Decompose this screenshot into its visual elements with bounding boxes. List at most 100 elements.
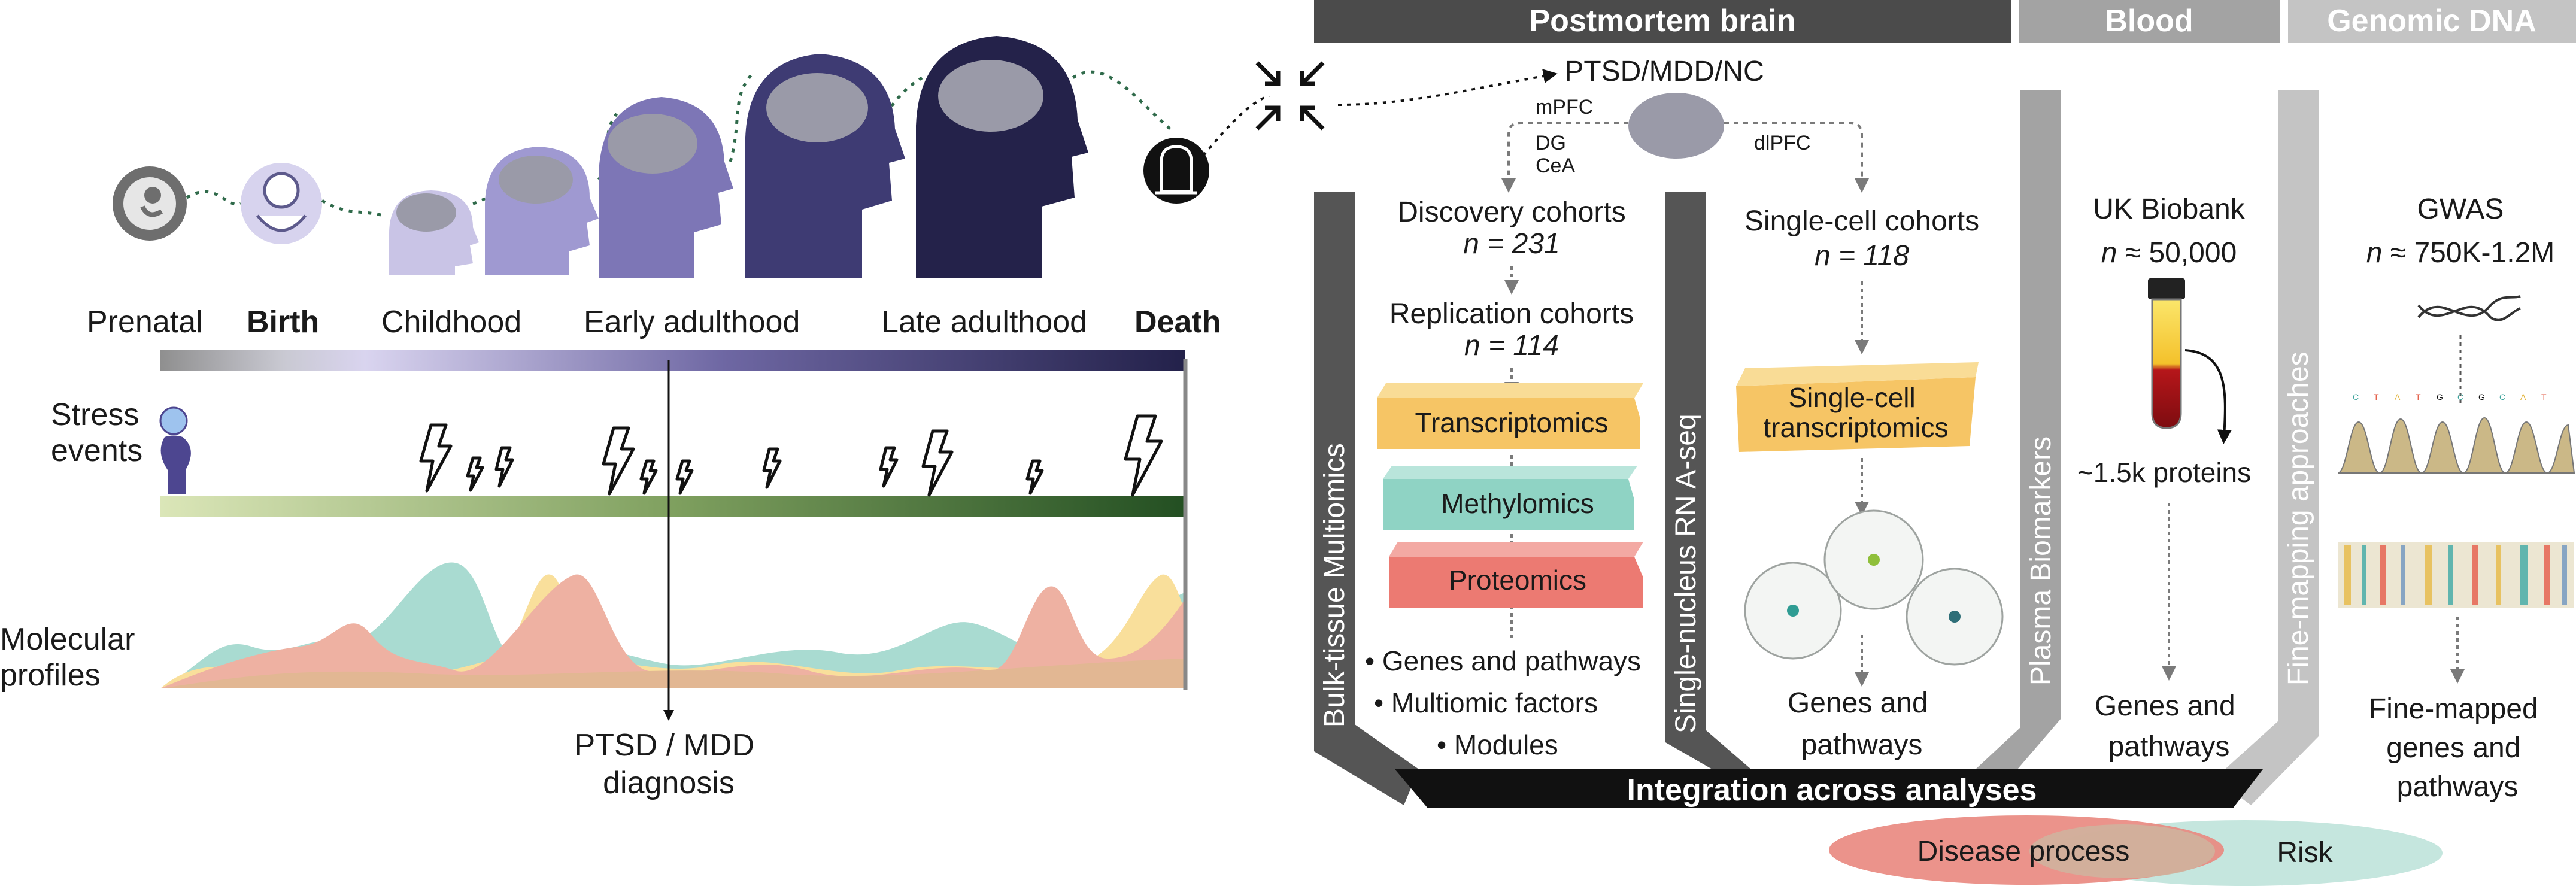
stage-early-adulthood: Early adulthood	[584, 305, 800, 339]
death-to-brain-dotted	[1202, 95, 1270, 157]
lightning-icon	[1025, 459, 1044, 495]
to-bulk-arrow	[1501, 122, 1628, 193]
lifespan-bar	[160, 350, 1185, 371]
disease-process-label: Disease process	[1917, 836, 2130, 867]
chromatogram	[2337, 417, 2575, 474]
fine-map-heatmap	[2338, 542, 2574, 608]
lightning-icon	[419, 423, 453, 493]
blood-sidebar-label: Plasma Biomarkers	[2025, 436, 2057, 685]
stress-bubble-icon	[159, 406, 188, 435]
discovery-n: n = 231	[1463, 228, 1559, 260]
genomic-header	[2288, 0, 2576, 43]
lightning-icon	[494, 446, 514, 488]
single-cohort-label: Single-cell cohorts	[1744, 205, 1979, 237]
genomic-header-label: Genomic DNA	[2327, 4, 2536, 38]
single-sidebar-label: Single-nucleus RN A-seq	[1670, 414, 1702, 733]
svg-text:G: G	[2437, 392, 2443, 402]
svg-text:Methylomics: Methylomics	[1441, 488, 1594, 519]
integration-funnel	[1314, 90, 2319, 808]
replication-n: n = 114	[1464, 330, 1559, 362]
molecular-profiles-label: Molecular profiles	[0, 622, 144, 693]
lightning-icon	[639, 459, 658, 495]
region-dlpfc: dlPFC	[1754, 132, 1810, 154]
stage-death: Death	[1134, 305, 1221, 339]
integration-label: Integration across analyses	[1627, 773, 2037, 808]
blood-cohort-n: n ≈ 50,000	[2101, 237, 2237, 269]
methylomics-box: Methylomics	[1383, 466, 1637, 530]
brain-groups-label: PTSD/MDD/NC	[1564, 56, 1764, 87]
lifespan-panel: Prenatal Birth Childhood Early adulthood…	[0, 36, 1221, 800]
teen-head	[485, 147, 599, 275]
blood-header	[2019, 0, 2280, 43]
stage-birth: Birth	[247, 305, 319, 339]
stage-prenatal: Prenatal	[87, 305, 203, 339]
stress-events-label: Stress events	[51, 398, 148, 468]
svg-text:C: C	[2353, 392, 2359, 402]
to-single-arrow	[1724, 122, 1869, 193]
sequence-bases: C T A T G C G C A T	[2353, 392, 2547, 402]
region-dg: DG	[1536, 132, 1566, 154]
brain-icon	[1628, 93, 1724, 159]
bulk-sidebar-label: Bulk-tissue Multiomics	[1319, 443, 1351, 727]
single-cohort-n: n = 118	[1815, 240, 1909, 272]
svg-text:C: C	[2499, 392, 2505, 402]
lightning-icon	[675, 459, 694, 495]
postmortem-header-label: Postmortem brain	[1530, 4, 1796, 38]
lightning-icon	[921, 429, 954, 497]
blood-cohort-label: UK Biobank	[2093, 193, 2245, 225]
svg-text:Single-cell transcriptom: Single-cell transcriptomics	[1763, 382, 1948, 443]
lightning-icon	[762, 447, 782, 489]
lightning-icon	[1124, 414, 1163, 497]
region-cea: CeA	[1536, 154, 1575, 177]
gwas-n: n ≈ 750K-1.2M	[2366, 237, 2555, 269]
tube-arrow	[2184, 349, 2232, 444]
bulk-outputs: • Genes and pathways • Multiomic factors…	[1365, 645, 1649, 760]
region-mpfc: mPFC	[1536, 96, 1593, 119]
svg-text:G: G	[2478, 392, 2485, 402]
cell-dishes	[1744, 509, 2004, 666]
single-outputs: Genes and pathways	[1788, 687, 1936, 761]
gravestone-icon	[1143, 138, 1209, 204]
genomic-outputs: Fine-mapped genes and pathways	[2369, 693, 2546, 803]
lightning-icon	[602, 426, 635, 496]
single-cell-box: Single-cell transcriptomics	[1736, 362, 1979, 452]
blood-outputs: Genes and pathways	[2095, 690, 2243, 763]
gwas-label: GWAS	[2417, 193, 2504, 225]
overlap-ellipse	[2029, 824, 2215, 878]
blood-tube-icon	[2148, 278, 2185, 429]
baby-icon	[241, 163, 322, 244]
lightning-icon	[466, 456, 484, 492]
stage-late-adulthood: Late adulthood	[881, 305, 1087, 339]
fetus-icon	[113, 166, 187, 241]
replication-label: Replication cohorts	[1389, 298, 1634, 330]
svg-text:T: T	[2416, 392, 2421, 402]
transcriptomics-box: Transcriptomics	[1377, 383, 1643, 449]
svg-text:Transcriptomics: Transcriptomics	[1415, 407, 1609, 438]
blood-header-label: Blood	[2105, 4, 2193, 38]
molecular-waves	[160, 562, 1185, 688]
stress-bar	[160, 496, 1185, 517]
dna-helix-icon	[2417, 295, 2521, 321]
collapse-arrows-icon	[1255, 61, 1325, 131]
svg-text:A: A	[2395, 392, 2401, 402]
elder-head	[916, 36, 1088, 278]
proteomics-box: Proteomics	[1389, 542, 1643, 608]
svg-text:T: T	[2374, 392, 2379, 402]
proteins-label: ~1.5k proteins	[2077, 457, 2251, 488]
svg-text:C: C	[2457, 392, 2463, 402]
discovery-label: Discovery cohorts	[1397, 196, 1625, 228]
svg-text:T: T	[2541, 392, 2547, 402]
postmortem-header	[1314, 0, 2011, 43]
stress-events	[419, 414, 1163, 497]
adult-head	[745, 54, 905, 278]
brain-collection-arrow	[1337, 69, 1558, 106]
diagnosis-label: PTSD / MDD diagnosis	[575, 728, 763, 800]
child-head	[389, 190, 479, 275]
svg-text:Proteomics: Proteomics	[1449, 565, 1586, 596]
risk-label: Risk	[2277, 837, 2333, 869]
lightning-icon	[879, 446, 899, 488]
young-adult-head	[599, 97, 733, 278]
svg-text:A: A	[2520, 392, 2526, 402]
stage-childhood: Childhood	[381, 305, 521, 339]
genomic-sidebar-label: Fine-mapping approaches	[2283, 351, 2314, 685]
